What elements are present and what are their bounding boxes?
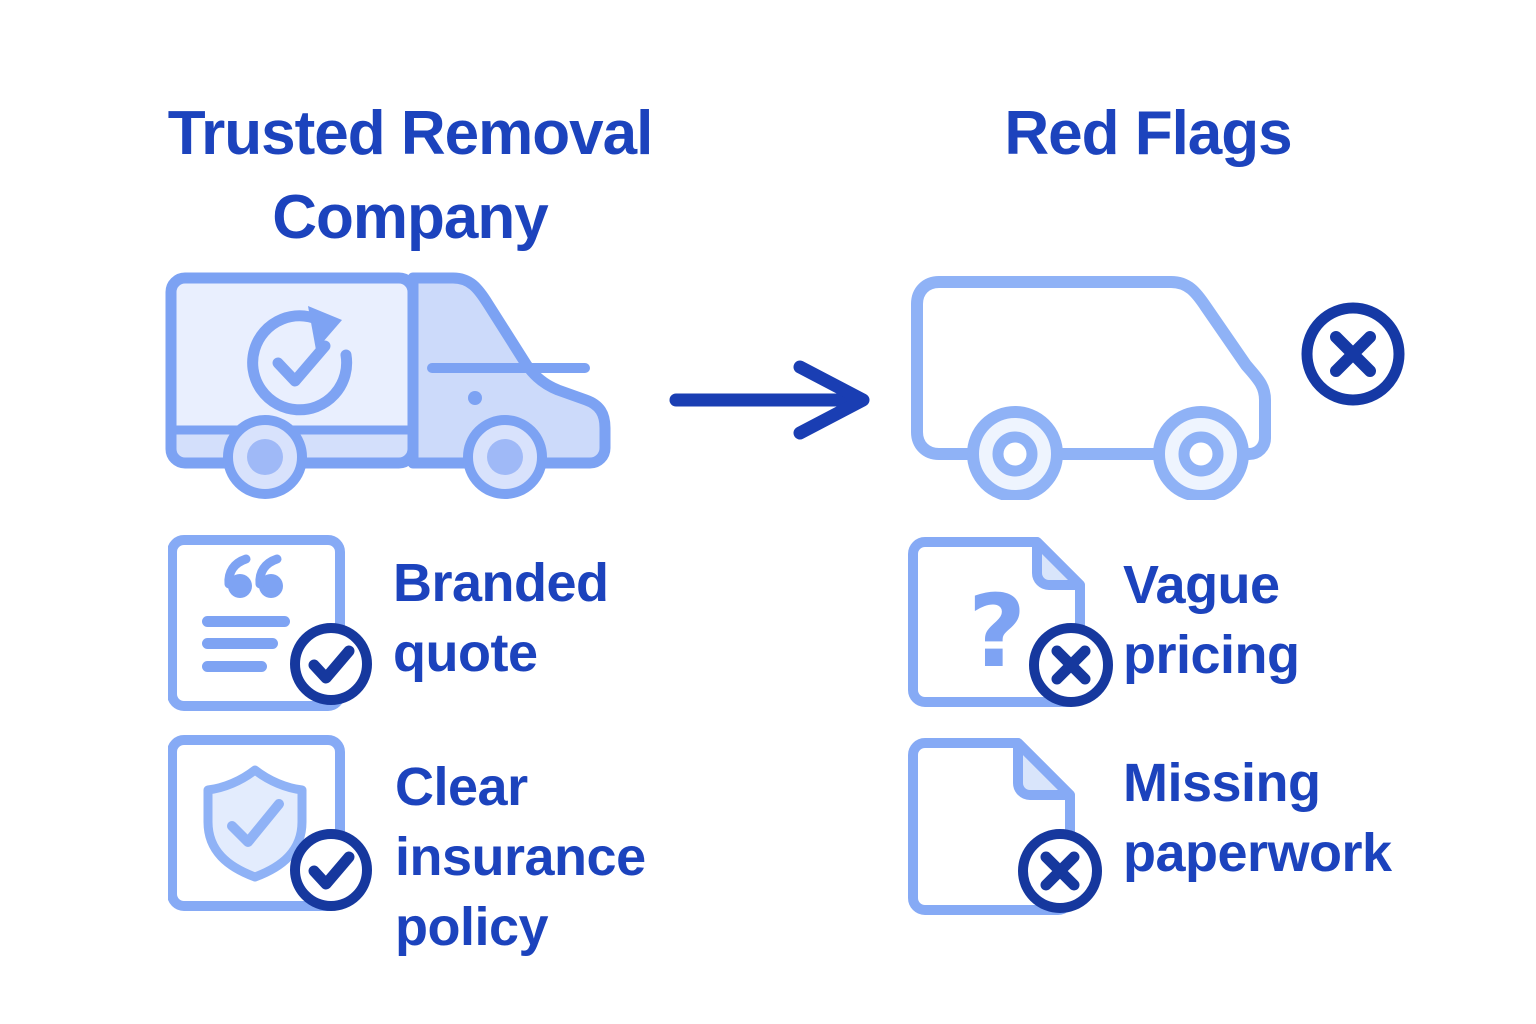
shield-icon <box>203 765 307 882</box>
blank-document-icon <box>908 736 1118 916</box>
x-circle-icon <box>1018 829 1102 913</box>
right-arrow-icon <box>666 360 871 440</box>
van-wheel <box>1153 406 1249 500</box>
item-label: Vague pricing <box>1123 555 1300 685</box>
truck-wheel <box>463 415 547 499</box>
x-circle-icon <box>1301 302 1405 406</box>
trusted-truck-icon <box>158 268 613 508</box>
insurance-shield-icon <box>168 734 373 914</box>
truck-wheel <box>223 415 307 499</box>
branded-quote-document-icon <box>168 534 373 714</box>
question-document-icon: ? <box>908 536 1118 716</box>
unmarked-van-icon <box>903 270 1413 500</box>
item-label: Missing paperwork <box>1123 753 1392 883</box>
van-wheel <box>967 406 1063 500</box>
right-column-title: Red Flags <box>1004 99 1292 168</box>
x-circle-icon <box>1029 623 1113 707</box>
check-circle-icon <box>290 623 372 705</box>
item-label: Branded quote <box>393 553 609 683</box>
door-handle-dot <box>468 391 482 405</box>
verified-refresh-check-icon <box>247 306 353 416</box>
folded-corner <box>1032 537 1085 590</box>
item-label: Clear insurance policy <box>395 757 646 957</box>
text-lines <box>202 616 290 672</box>
check-circle-icon <box>290 829 372 911</box>
left-column-title: Trusted Removal Company <box>167 99 654 252</box>
folded-corner <box>1013 738 1075 800</box>
quote-marks <box>224 554 283 598</box>
question-mark-glyph: ? <box>968 573 1026 690</box>
